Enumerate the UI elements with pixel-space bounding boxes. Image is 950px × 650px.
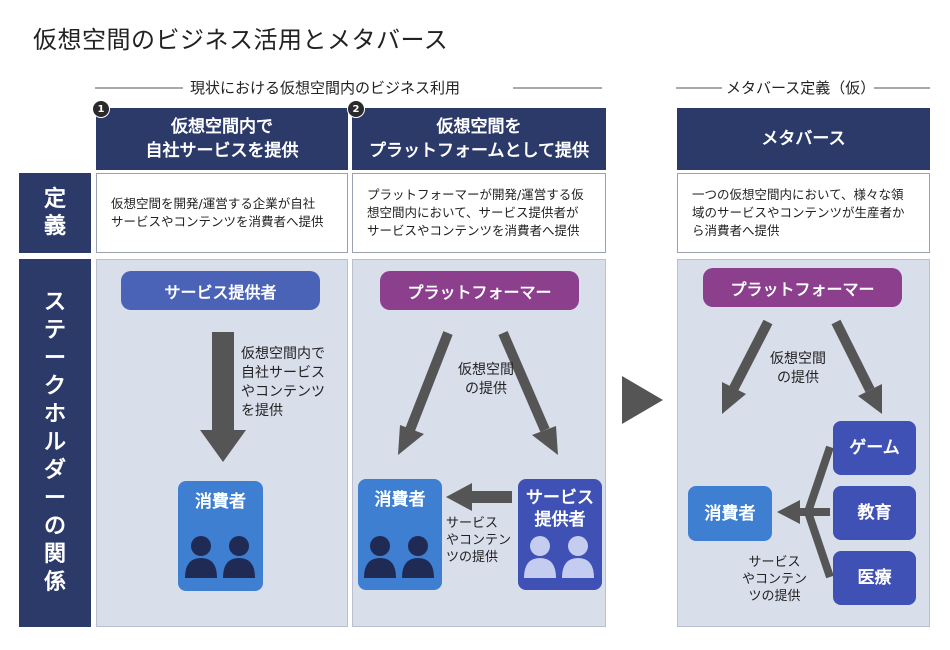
domain-box-game: ゲーム — [833, 421, 916, 475]
person-pair-icon — [524, 536, 594, 578]
column-header-3: メタバース — [677, 108, 930, 170]
arrow-label-line: 仮想空間内で — [241, 346, 325, 362]
section-metaverse-heading: メタバース定義（仮） — [726, 79, 876, 97]
row-label-char: ス — [43, 290, 66, 315]
row-label-char: ホ — [43, 402, 66, 427]
row-label-char: 義 — [43, 214, 66, 239]
arrow-label-line: の提供 — [465, 381, 507, 397]
flow-label-2: サービス やコンテン ツの提供 — [446, 515, 511, 566]
arrowhead-icon — [532, 426, 558, 455]
flow-label-line: やコンテン — [742, 572, 808, 587]
arrow-label-2: 仮想空間 の提供 — [458, 361, 514, 399]
definition-line: サービスやコンテンツを消費者へ提供 — [367, 223, 580, 238]
column-header-1-line: 仮想空間内で — [171, 117, 273, 137]
consumer-label: 消費者 — [195, 492, 246, 512]
row-label-char: ク — [43, 374, 66, 399]
platformer-pill-3: プラットフォーマー — [703, 268, 902, 307]
definition-line: プラットフォーマーが開発/運営する仮 — [367, 187, 584, 202]
definition-box-1: 仮想空間を開発/運営する企業が自社 サービスやコンテンツを消費者へ提供 — [96, 173, 348, 253]
provider-pill: サービス提供者 — [121, 271, 320, 310]
definition-line: 域のサービスやコンテンツが生産者か — [692, 205, 905, 220]
arrowhead-icon — [858, 384, 882, 414]
definition-line: サービスやコンテンツを消費者へ提供 — [111, 214, 324, 229]
column-header-1: 仮想空間内で 自社サービスを提供 — [96, 108, 348, 170]
column-header-3-line: メタバース — [761, 129, 846, 149]
arrow-label-3: 仮想空間 の提供 — [770, 350, 826, 388]
column-header-2: 仮想空間を プラットフォームとして提供 — [352, 108, 606, 170]
column-header-2-line: 仮想空間を — [436, 117, 522, 137]
definition-box-2: プラットフォーマーが開発/運営する仮 想空間内において、サービス提供者が サービ… — [352, 173, 606, 253]
provider-label-line: 提供者 — [534, 510, 586, 530]
arrow-label-line: の提供 — [777, 370, 819, 386]
arrowhead-icon — [722, 382, 746, 414]
definition-box-3: 一つの仮想空間内において、様々な領 域のサービスやコンテンツが生産者か ら消費者… — [677, 173, 930, 253]
section-current-heading: 現状における仮想空間内のビジネス利用 — [190, 79, 461, 97]
consumer-box-3: 消費者 — [688, 486, 772, 541]
row-label-char: ダ — [43, 458, 66, 483]
column-header-1-line: 自社サービスを提供 — [145, 141, 299, 161]
arrow-label-line: 自社サービス — [241, 365, 325, 381]
flow-label-line: ツの提供 — [748, 589, 801, 604]
flow-label-line: サービス — [446, 516, 499, 531]
arrow-label-1: 仮想空間内で 自社サービス やコンテンツ を提供 — [241, 345, 325, 421]
platformer-pill-2: プラットフォーマー — [380, 271, 579, 310]
down-arrow-icon — [200, 332, 246, 462]
flow-label-line: ツの提供 — [446, 550, 499, 565]
arrow-label-line: やコンテンツ — [241, 384, 325, 400]
diagonal-arrow-icon — [405, 331, 550, 432]
person-pair-icon — [185, 536, 255, 578]
page-title: 仮想空間のビジネス活用とメタバース — [33, 26, 449, 54]
row-label-char: ー — [43, 346, 66, 371]
definition-line: 一つの仮想空間内において、様々な領 — [692, 187, 904, 202]
row-label-char: テ — [43, 318, 66, 343]
definition-line: 想空間内において、サービス提供者が — [367, 205, 579, 220]
row-label-char: ル — [43, 430, 66, 455]
domain-box-education: 教育 — [833, 486, 916, 540]
flow-label-line: やコンテン — [446, 533, 512, 548]
row-label-char: 係 — [43, 570, 66, 595]
consumer-label: 消費者 — [374, 490, 426, 510]
arrowhead-icon — [398, 425, 424, 455]
row-label-char: の — [43, 514, 66, 539]
arrow-label-line: 仮想空間 — [770, 351, 826, 367]
row-label-char: 関 — [43, 542, 66, 567]
row-label-char: ー — [43, 486, 66, 511]
arrow-label-line: を提供 — [241, 403, 283, 419]
row-label-char: 定 — [43, 187, 66, 212]
definition-line: ら消費者へ提供 — [692, 223, 780, 238]
badge-2: 2 — [347, 100, 365, 118]
row-label-stakeholder: ス テ ー ク ホ ル ダ ー の 関 係 — [19, 259, 91, 627]
person-pair-icon — [364, 536, 434, 578]
triangle-right-icon — [622, 376, 663, 424]
badge-1: 1 — [92, 100, 110, 118]
domain-box-medical: 医療 — [833, 551, 916, 605]
converge-arrows — [800, 445, 834, 579]
provider-label-line: サービス — [526, 488, 594, 508]
left-arrow-icon — [446, 483, 512, 511]
column-header-2-line: プラットフォームとして提供 — [369, 141, 589, 161]
arrowhead-icon — [777, 500, 800, 524]
flow-label-line: サービス — [748, 555, 801, 570]
flow-label-3: サービス やコンテン ツの提供 — [742, 554, 807, 605]
definition-line: 仮想空間を開発/運営する企業が自社 — [111, 196, 316, 211]
arrow-label-line: 仮想空間 — [458, 362, 514, 378]
row-label-definition: 定 義 — [19, 173, 91, 253]
